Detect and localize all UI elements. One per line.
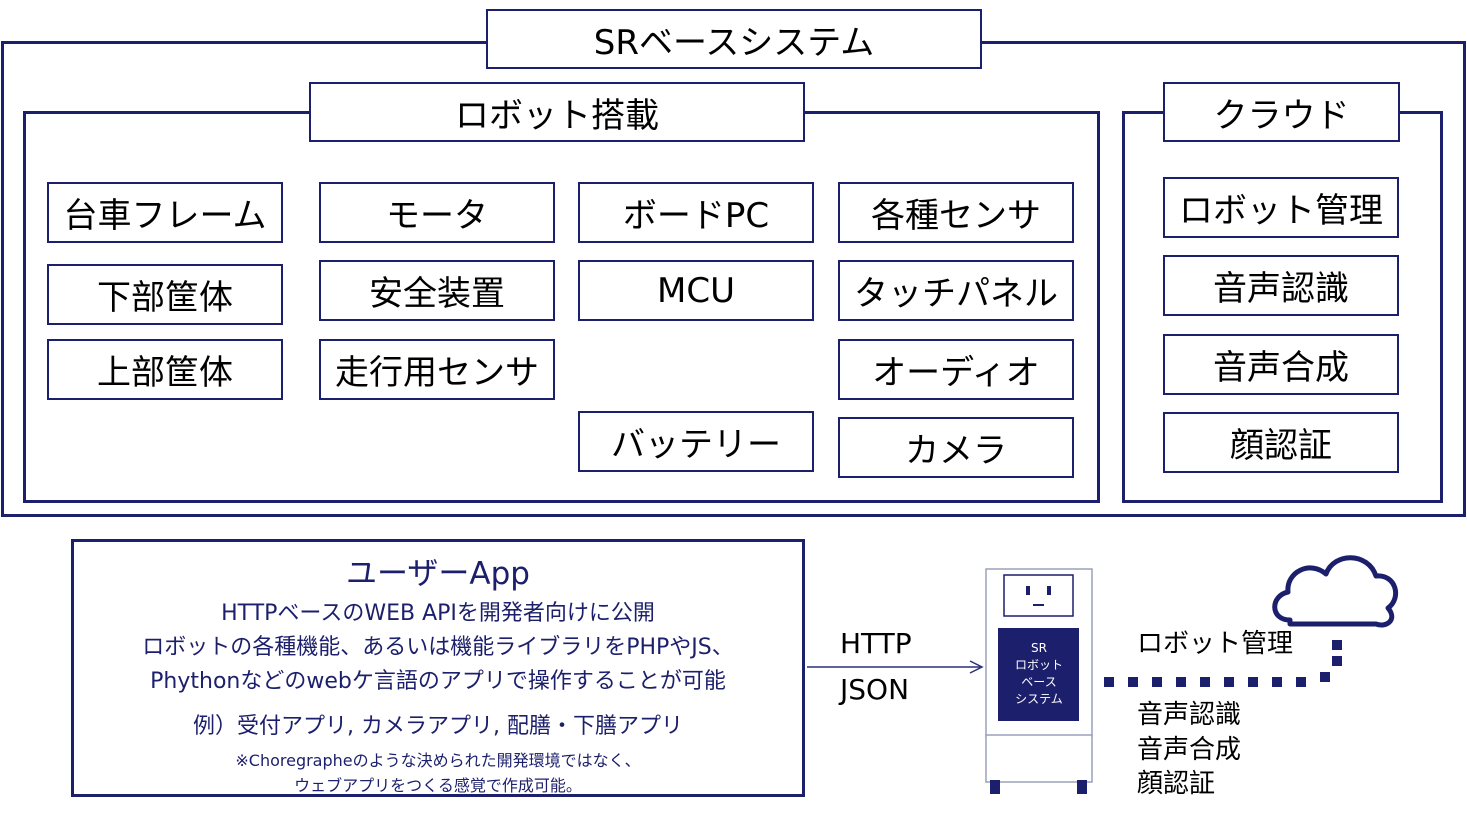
http-arrow [807, 660, 984, 674]
cloud-icon [1272, 555, 1399, 628]
system-title: SRベースシステム [486, 9, 982, 69]
service-speech-recognition: 音声認識 [1137, 700, 1242, 730]
component-board-pc: ボードPC [578, 182, 814, 243]
cloud-item-label: 音声合成 [1213, 348, 1349, 388]
component-label: 走行用センサ [335, 353, 539, 393]
component-label: タッチパネル [854, 274, 1058, 314]
component-audio: オーディオ [838, 339, 1074, 400]
component-label: 各種センサ [871, 196, 1041, 236]
component-label: オーディオ [872, 353, 1040, 393]
component-safety-device: 安全装置 [319, 260, 555, 321]
robot-title-text: ロボット搭載 [455, 95, 659, 136]
service-speech-synthesis: 音声合成 [1137, 735, 1242, 765]
robot-panel-line-4: システム [1015, 692, 1063, 706]
component-battery: バッテリー [578, 411, 814, 472]
component-label: 安全装置 [369, 274, 505, 314]
component-travel-sensor: 走行用センサ [319, 339, 555, 400]
component-motor: モータ [319, 182, 555, 243]
user-app-note-2: ウェブアプリをつくる感覚で作成可能。 [294, 776, 582, 795]
component-lower-housing: 下部筐体 [47, 264, 283, 325]
component-sensors: 各種センサ [838, 182, 1074, 243]
cloud-item-face-recognition: 顔認証 [1163, 412, 1399, 473]
component-label: ボードPC [622, 196, 770, 236]
protocol-label: HTTP [840, 627, 912, 660]
system-title-text: SRベースシステム [593, 22, 875, 63]
cloud-title-text: クラウド [1213, 95, 1350, 136]
component-mcu: MCU [578, 260, 814, 321]
user-app-line-2: ロボットの各種機能、あるいは機能ライブラリをPHPやJS、 [142, 635, 734, 660]
cloud-item-speech-synthesis: 音声合成 [1163, 334, 1399, 395]
component-label: 下部筐体 [97, 278, 233, 318]
robot-icon [985, 568, 1093, 794]
component-camera: カメラ [838, 417, 1074, 478]
cloud-item-robot-management: ロボット管理 [1163, 177, 1399, 238]
cloud-title: クラウド [1163, 82, 1400, 142]
user-app-line-1: HTTPベースのWEB APIを開発者向けに公開 [221, 601, 655, 626]
component-label: MCU [657, 270, 735, 311]
cloud-item-label: 音声認識 [1213, 269, 1349, 309]
robot-panel-label: SR ロボット ベース システム [999, 628, 1079, 708]
component-upper-housing: 上部筐体 [47, 339, 283, 400]
component-touch-panel: タッチパネル [838, 260, 1074, 321]
user-app-example: 例）受付アプリ, カメラアプリ, 配膳・下膳アプリ [193, 714, 683, 739]
user-app-note-1: ※Choregrapheのような決められた開発環境ではなく、 [235, 751, 641, 770]
component-label: 上部筐体 [97, 353, 233, 393]
cloud-item-speech-recognition: 音声認識 [1163, 255, 1399, 316]
component-label: モータ [386, 196, 488, 236]
service-robot-management: ロボット管理 [1137, 629, 1294, 659]
robot-panel-line-1: SR [1031, 641, 1047, 655]
service-face-recognition: 顔認証 [1137, 769, 1216, 799]
robot-panel-line-3: ベース [1021, 675, 1057, 689]
component-label: バッテリー [611, 425, 781, 465]
cloud-item-label: ロボット管理 [1179, 191, 1383, 231]
dotted-connection [1104, 640, 1342, 687]
user-app-box: ユーザーApp HTTPベースのWEB APIを開発者向けに公開 ロボットの各種… [71, 539, 805, 797]
user-app-title: ユーザーApp [346, 556, 530, 592]
component-label: カメラ [905, 431, 1007, 471]
format-label: JSON [840, 673, 910, 706]
user-app-line-3: Phythonなどのwebケ言語のアプリで操作することが可能 [150, 669, 726, 694]
component-cart-frame: 台車フレーム [47, 182, 283, 243]
cloud-item-label: 顔認証 [1230, 426, 1332, 466]
robot-title: ロボット搭載 [309, 82, 805, 142]
component-label: 台車フレーム [63, 196, 267, 236]
robot-panel-line-2: ロボット [1014, 658, 1063, 672]
